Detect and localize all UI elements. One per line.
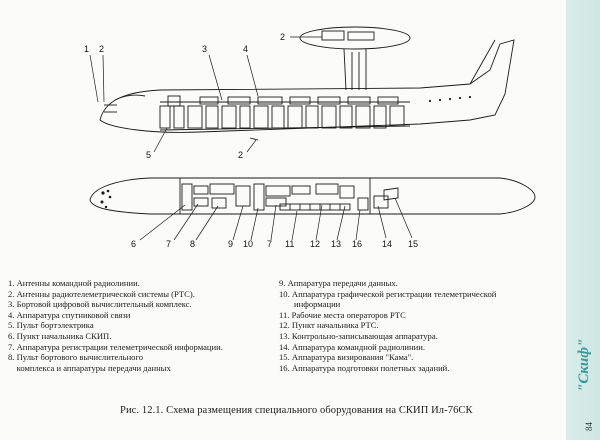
legend-item: 4. Аппаратура спутниковой связи bbox=[8, 309, 131, 320]
legend-item: 12. Пункт начальника РТС. bbox=[279, 320, 379, 331]
legend-left: 1. Антенны командной радиолинии.2. Антен… bbox=[8, 278, 270, 373]
callout-3: 3 bbox=[202, 44, 207, 54]
page-number: 84 bbox=[584, 422, 594, 431]
side-title: "Скиф" bbox=[576, 338, 592, 392]
side-view-fuselage bbox=[99, 26, 515, 141]
legend-item: 2. Антенны радиотелеметрической системы … bbox=[8, 288, 195, 299]
leader-lines bbox=[89, 36, 413, 241]
callout-2-bottom: 2 bbox=[238, 150, 243, 160]
callout-15: 15 bbox=[408, 239, 418, 249]
plan-station-6 bbox=[181, 183, 193, 211]
rotodome-equipment-b bbox=[347, 31, 375, 41]
callout-1: 1 bbox=[84, 44, 89, 54]
legend-item: 10. Аппаратура графической регистрации т… bbox=[279, 288, 497, 310]
legend-item: 14. Аппаратура командной радиолинии. bbox=[279, 341, 425, 352]
legend-right: 9. Аппаратура передачи данных.10. Аппара… bbox=[279, 278, 541, 373]
callout-7b: 7 bbox=[267, 239, 272, 249]
callout-4: 4 bbox=[243, 44, 248, 54]
legend-item: 13. Контрольно-записывающая аппаратура. bbox=[279, 330, 438, 341]
callout-6: 6 bbox=[131, 239, 136, 249]
callout-2-dome: 2 bbox=[280, 32, 285, 42]
legend-item: 5. Пульт бортэлектрика bbox=[8, 320, 94, 331]
legend-item: 3. Бортовой цифровой вычислительный комп… bbox=[8, 299, 192, 310]
callout-16: 16 bbox=[352, 239, 362, 249]
legend-item: 11. Рабочие места операторов РТС bbox=[279, 309, 406, 320]
aircraft-diagram: 1 2 2 3 4 5 2 6 7 8 9 10 7 11 12 13 16 1… bbox=[84, 26, 536, 249]
side-consoles bbox=[159, 105, 405, 129]
callout-7a: 7 bbox=[166, 239, 171, 249]
callout-13: 13 bbox=[331, 239, 341, 249]
callout-9: 9 bbox=[228, 239, 233, 249]
callout-10: 10 bbox=[243, 239, 253, 249]
legend-item: 15. Аппаратура визирования "Кама". bbox=[279, 352, 414, 363]
legend-item: 1. Антенны командной радиолинии. bbox=[8, 278, 140, 288]
callout-12: 12 bbox=[310, 239, 320, 249]
callout-2-left: 2 bbox=[99, 44, 104, 54]
pylon-left bbox=[343, 48, 347, 91]
figure-caption: Рис. 12.1. Схема размещения специального… bbox=[120, 405, 473, 416]
legend-item: 7. Аппаратура регистрации телеметрическо… bbox=[8, 341, 223, 352]
legend-item: 8. Пульт бортового вычислительного компл… bbox=[8, 352, 171, 373]
plan-view-fuselage bbox=[89, 177, 536, 215]
legend-item: 6. Пункт начальника СКИП. bbox=[8, 330, 112, 341]
callout-numbers: 1 2 2 3 4 5 2 6 7 8 9 10 7 11 12 13 16 1… bbox=[84, 32, 418, 249]
callout-8: 8 bbox=[190, 239, 195, 249]
legend-item: 9. Аппаратура передачи данных. bbox=[279, 278, 398, 288]
side-racks bbox=[167, 95, 399, 107]
rotodome-equipment-a bbox=[321, 30, 345, 41]
side-band bbox=[566, 0, 600, 440]
callout-14: 14 bbox=[382, 239, 392, 249]
callout-5: 5 bbox=[146, 150, 151, 160]
rotodome bbox=[299, 26, 411, 50]
fuselage-outline bbox=[99, 39, 515, 133]
plan-fuselage-outline bbox=[89, 177, 536, 215]
legend-item: 16. Аппаратура подготовки полетных задан… bbox=[279, 362, 450, 373]
callout-11: 11 bbox=[285, 239, 294, 249]
